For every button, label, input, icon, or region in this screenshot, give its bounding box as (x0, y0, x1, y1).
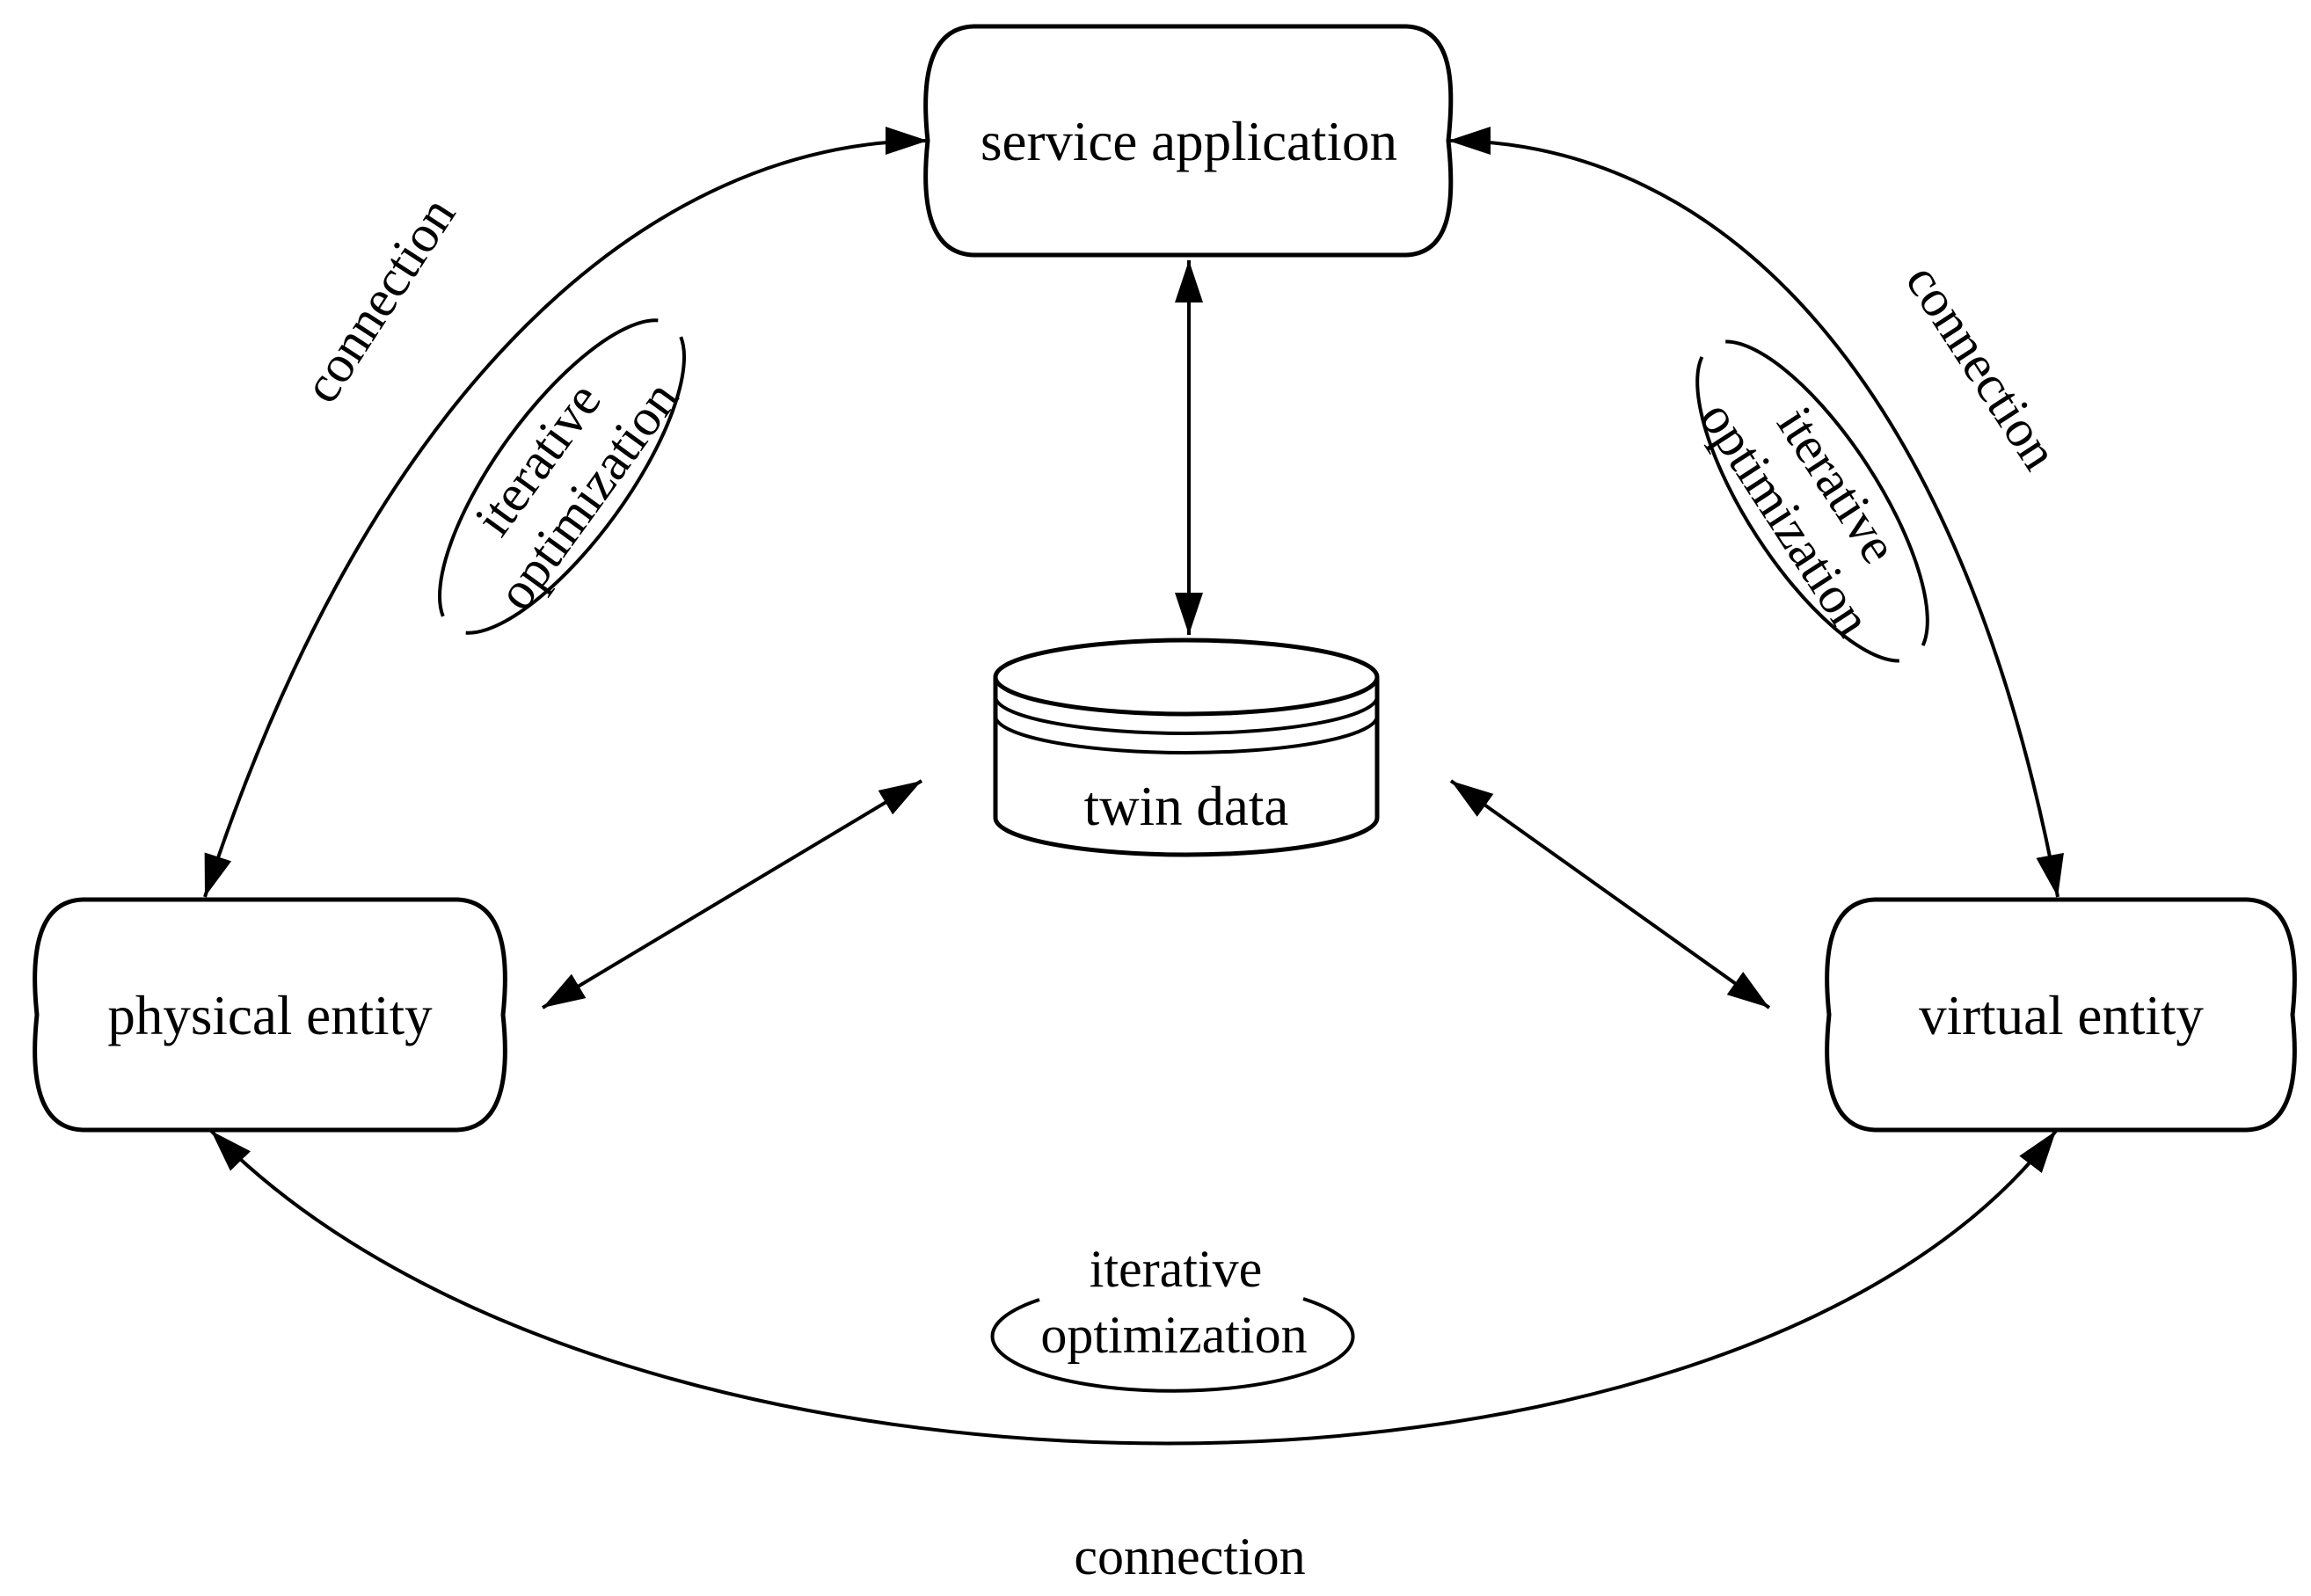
loop-ellipse-bottom-center (990, 1297, 1355, 1393)
loop-label-bottom-center-line-1: iterative (1090, 1240, 1263, 1298)
edge-physical-to-twin-data (541, 779, 923, 1009)
node-physical-entity-label: physical entity (107, 985, 433, 1046)
node-twin-data-cylinder-top (993, 638, 1380, 717)
node-service-application-label: service application (981, 111, 1397, 172)
node-twin-data-cylinder-ring-1 (994, 696, 1379, 735)
loop-ellipse-upper-left (438, 318, 686, 635)
edge-connection-virtual-to-service (1447, 127, 2064, 898)
edge-label-connection-right: connection (1895, 254, 2070, 480)
loop-annotation-bottom-center: iterative optimization (990, 1240, 1355, 1393)
edge-label-connection-bottom: connection (1074, 1527, 1305, 1585)
edge-connection-physical-to-service (203, 127, 929, 898)
loop-ellipse-upper-right (1695, 339, 1929, 663)
node-virtual-entity-box (1825, 897, 2297, 1133)
node-service-application-box (923, 24, 1454, 258)
edge-connection-physical-to-virtual (209, 1129, 2058, 1446)
loop-annotation-upper-left: iterative optimization (438, 318, 689, 635)
loop-annotation-upper-right: iterative optimization (1689, 339, 1929, 663)
node-twin-data-cylinder-body (993, 677, 1380, 857)
node-physical-entity-box (33, 897, 507, 1133)
node-twin-data-cylinder-ring-2 (994, 715, 1379, 754)
edge-virtual-to-twin-data (1449, 779, 1771, 1009)
loop-label-bottom-center-line-2: optimization (1040, 1306, 1307, 1364)
node-twin-data-label: twin data (1084, 776, 1289, 837)
node-virtual-entity-label: virtual entity (1919, 985, 2204, 1046)
edge-label-connection-left: connection (292, 187, 467, 413)
